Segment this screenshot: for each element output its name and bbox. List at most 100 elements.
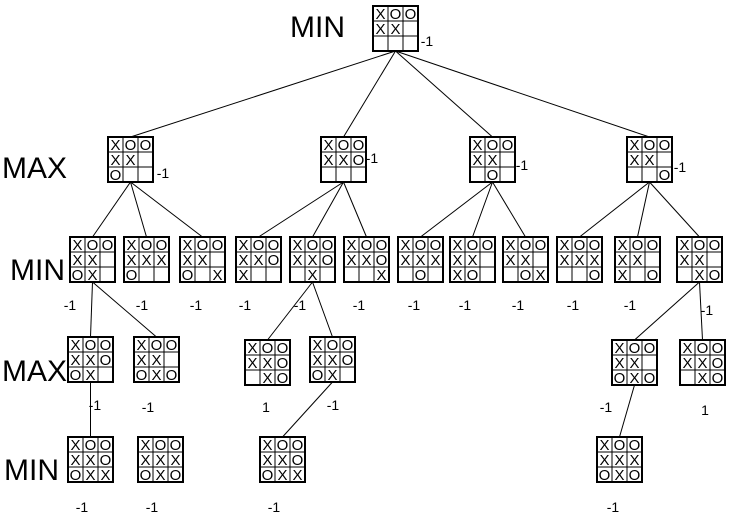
node-value: -1: [294, 297, 307, 313]
o-mark: O: [694, 237, 706, 254]
o-mark: O: [212, 237, 224, 254]
tree-edge: [492, 181, 526, 238]
o-mark: O: [644, 340, 656, 357]
node-value: -1: [408, 297, 421, 313]
x-mark: X: [110, 137, 120, 154]
board-cell: [163, 351, 180, 368]
board-frame: [123, 236, 170, 283]
x-mark: X: [277, 452, 287, 469]
x-mark: X: [212, 267, 222, 284]
o-mark: O: [697, 340, 709, 357]
o-mark: O: [712, 340, 724, 357]
board-frame: [626, 136, 673, 183]
x-mark: X: [629, 355, 639, 372]
node-value: -1: [567, 297, 580, 313]
board-cell: [427, 266, 444, 283]
x-mark: X: [85, 452, 95, 469]
o-mark: O: [430, 237, 442, 254]
x-mark: X: [559, 237, 569, 254]
x-mark: X: [307, 267, 317, 284]
x-mark: X: [599, 437, 609, 454]
tree-edge: [637, 181, 650, 238]
x-mark: X: [682, 340, 692, 357]
board-cell: [137, 166, 154, 183]
level-label-min-4: MIN: [4, 454, 59, 487]
x-mark: X: [375, 21, 385, 38]
x-mark: X: [72, 252, 82, 269]
x-mark: X: [307, 252, 317, 269]
o-mark: O: [70, 367, 82, 384]
x-mark: X: [400, 237, 410, 254]
x-mark: X: [238, 252, 248, 269]
tree-edge: [130, 181, 147, 238]
x-mark: X: [452, 252, 462, 269]
board-frame: [67, 336, 114, 383]
x-mark: X: [614, 452, 624, 469]
board-cell: [402, 20, 419, 37]
board-frame: [133, 336, 180, 383]
board-cell: [706, 251, 723, 268]
x-mark: X: [312, 337, 322, 354]
x-mark: X: [520, 252, 530, 269]
x-mark: X: [141, 252, 151, 269]
o-mark: O: [520, 267, 532, 284]
o-mark: O: [632, 237, 644, 254]
board-frame: [309, 336, 356, 383]
tree-edge: [258, 181, 344, 238]
board-cell: [502, 266, 519, 283]
o-mark: O: [182, 267, 194, 284]
board-cell: [372, 35, 389, 52]
o-mark: O: [312, 367, 324, 384]
o-mark: O: [659, 137, 671, 154]
o-mark: O: [709, 267, 721, 284]
x-mark: X: [452, 267, 462, 284]
x-mark: X: [679, 252, 689, 269]
o-mark: O: [405, 6, 417, 23]
board-frame: [596, 436, 643, 483]
node-value: -1: [146, 499, 159, 515]
x-mark: X: [85, 352, 95, 369]
tree-edge: [634, 281, 700, 341]
o-mark: O: [253, 237, 265, 254]
o-mark: O: [342, 352, 354, 369]
board-cell: [244, 369, 261, 386]
x-mark: X: [614, 340, 624, 357]
o-mark: O: [166, 367, 178, 384]
o-mark: O: [415, 237, 427, 254]
o-mark: O: [390, 6, 402, 23]
level-labels: MIN MAX MIN MAX MIN: [2, 11, 345, 487]
node-value: 1: [701, 402, 709, 418]
x-mark: X: [247, 355, 257, 372]
board-cell: [358, 266, 375, 283]
board-cell: [679, 369, 696, 386]
board-cell: [265, 266, 282, 283]
x-mark: X: [327, 352, 337, 369]
board-cell: [250, 266, 267, 283]
tree-edge: [472, 181, 493, 238]
o-mark: O: [156, 237, 168, 254]
x-mark: X: [472, 152, 482, 169]
o-mark: O: [85, 437, 97, 454]
x-mark: X: [694, 267, 704, 284]
o-mark: O: [361, 237, 373, 254]
node-value: -1: [327, 397, 340, 413]
node-value: -1: [76, 499, 89, 515]
board-frame: [343, 236, 390, 283]
x-mark: X: [238, 267, 248, 284]
o-mark: O: [338, 137, 350, 154]
tree-edge: [130, 50, 396, 138]
x-mark: X: [85, 367, 95, 384]
x-mark: X: [694, 252, 704, 269]
board-cell: [387, 35, 404, 52]
x-mark: X: [182, 252, 192, 269]
x-mark: X: [629, 370, 639, 387]
o-mark: O: [277, 340, 289, 357]
x-mark: X: [599, 452, 609, 469]
